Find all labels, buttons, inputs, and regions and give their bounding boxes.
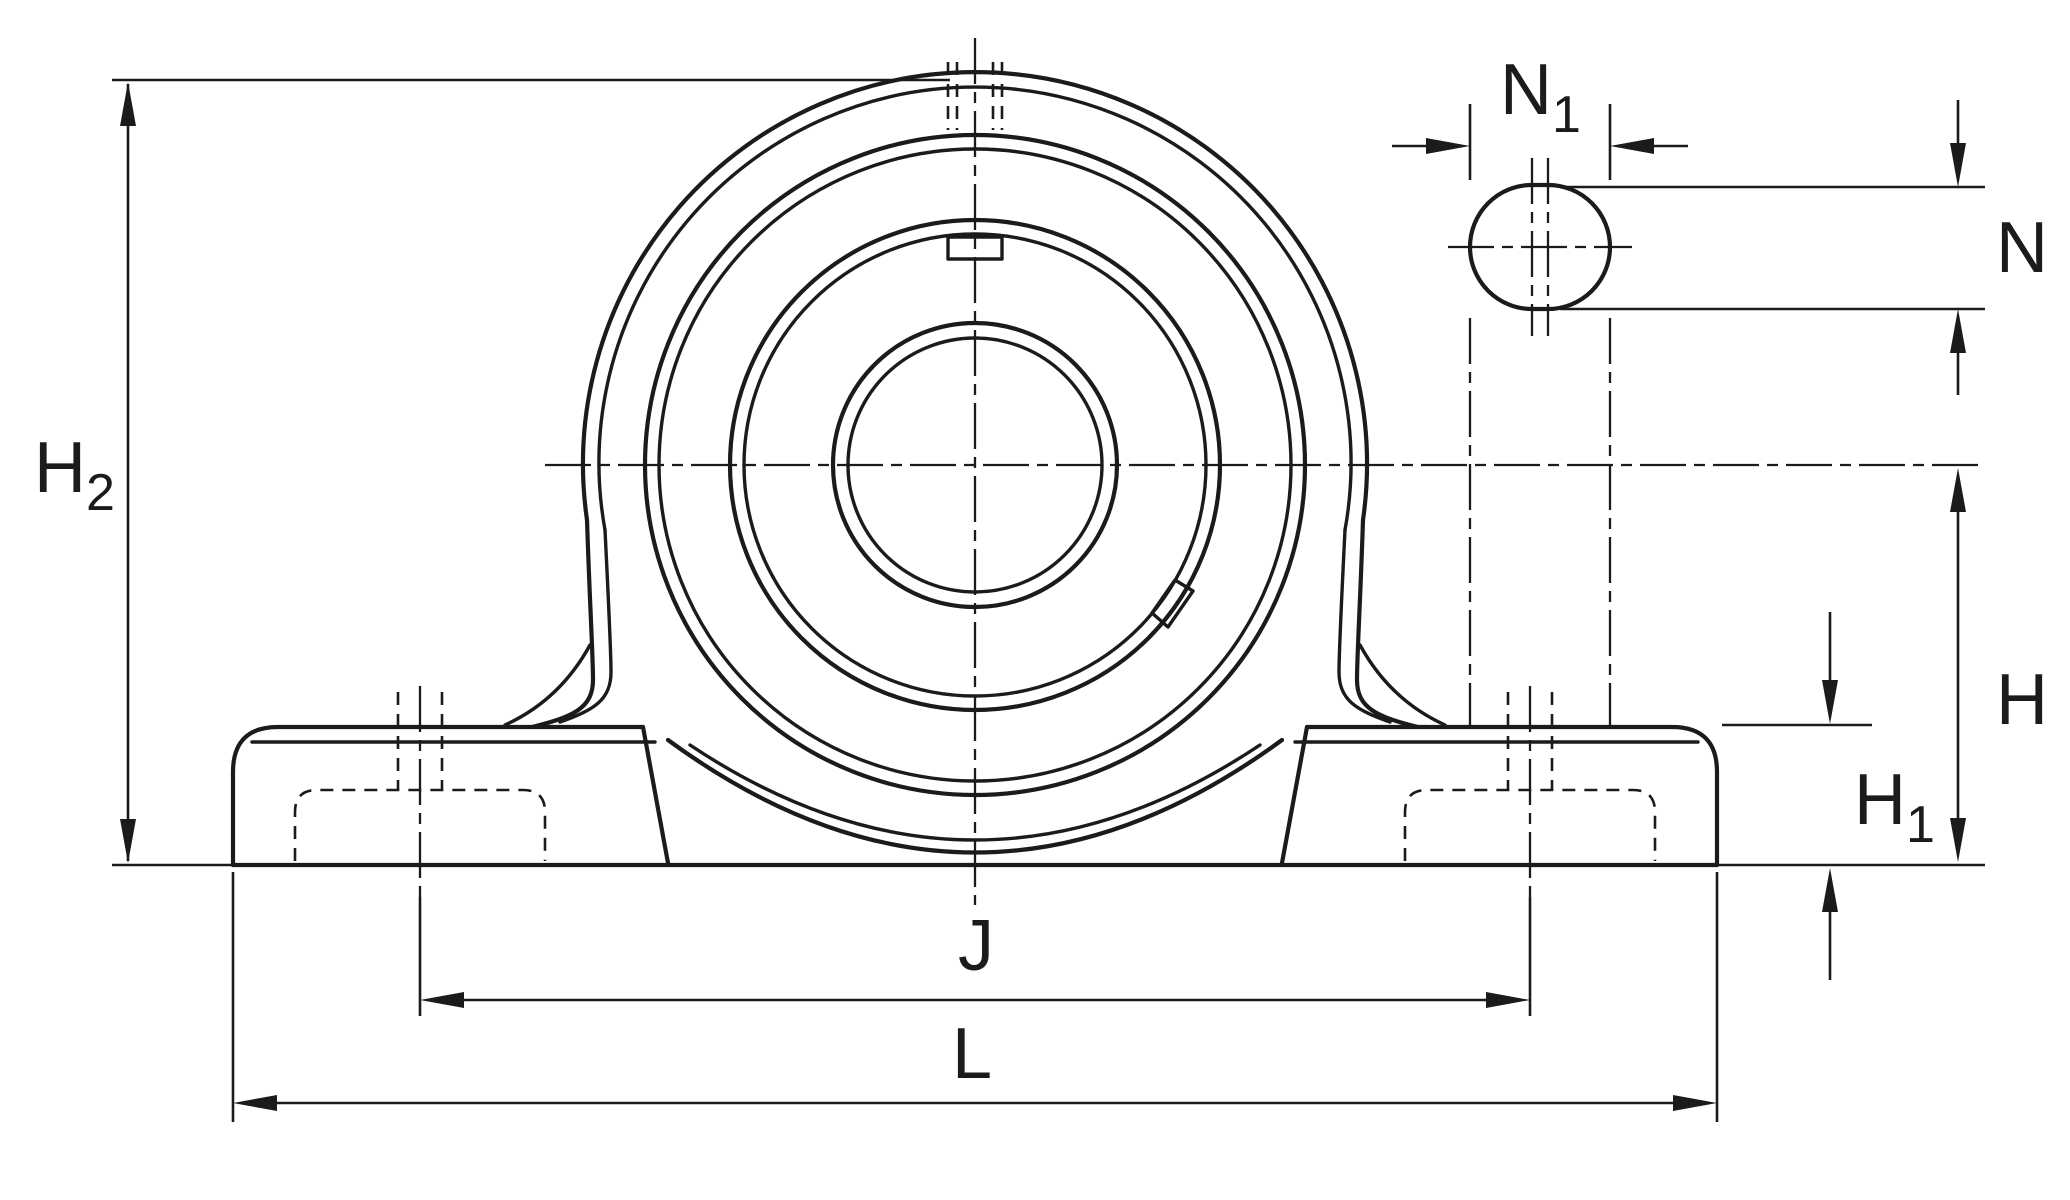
dimension-H: H: [1717, 468, 2048, 867]
housing-outline: [230, 70, 1720, 868]
arrowhead-right: [1486, 992, 1530, 1008]
locking-collar-detail: [1150, 578, 1195, 629]
dimension-N: N: [1560, 100, 2048, 395]
arch-side-left-outer: [529, 517, 596, 730]
bolt-slot-detail: [1448, 158, 1632, 336]
foot-pocket-left: [293, 788, 547, 861]
label-H2-sub: 2: [86, 464, 115, 522]
arch-side-right-inner: [1337, 528, 1392, 724]
label-H: H: [1996, 660, 2048, 740]
base-left-edge: [230, 724, 646, 868]
dimension-N1: N1: [1392, 50, 1688, 180]
gusset-right: [1358, 643, 1447, 727]
label-H1: H1: [1854, 760, 1935, 854]
label-H2-base: H: [34, 428, 86, 508]
foot-inner-edge-right: [1279, 724, 1310, 866]
label-H1-base: H: [1854, 760, 1906, 840]
arrowhead-down: [1950, 143, 1966, 187]
foot-inner-edge-left: [640, 724, 671, 866]
label-L-base: L: [952, 1014, 992, 1094]
arrowhead-left: [420, 992, 464, 1008]
dimension-H2: H2: [34, 78, 950, 867]
label-N1-base: N: [1500, 50, 1552, 130]
arrowhead-up: [1950, 468, 1966, 512]
label-N1-sub: 1: [1552, 86, 1581, 144]
belly-arc-inner: [688, 743, 1262, 842]
arrowhead-down: [1822, 680, 1838, 724]
label-L: L: [952, 1014, 992, 1094]
label-H2: H2: [34, 428, 115, 522]
arch-side-left-inner: [558, 528, 613, 724]
label-J-base: J: [958, 906, 994, 986]
arch-side-right-outer: [1354, 517, 1421, 730]
dome-inner-arc: [597, 85, 1353, 532]
base-right-edge: [1304, 724, 1720, 868]
gusset-left: [503, 643, 592, 727]
center-lines: [418, 38, 1985, 905]
label-N: N: [1996, 208, 2048, 288]
label-N1: N1: [1500, 50, 1581, 144]
dimension-H1: H1: [1722, 612, 1935, 980]
label-J: J: [958, 906, 994, 986]
arrowhead-down: [120, 819, 136, 863]
arrowhead-up: [1822, 868, 1838, 912]
label-H1-sub: 1: [1906, 796, 1935, 854]
arrowhead-up: [1950, 309, 1966, 353]
arrowhead-left: [233, 1095, 277, 1111]
arrowhead-right: [1426, 138, 1470, 154]
dimension-J: J: [418, 897, 1532, 1016]
arrowhead-up: [120, 82, 136, 126]
arrowhead-left: [1610, 138, 1654, 154]
label-H-base: H: [1996, 660, 2048, 740]
dimension-L: L: [231, 872, 1719, 1122]
arrowhead-right: [1673, 1095, 1717, 1111]
arrowhead-down: [1950, 818, 1966, 862]
foot-pocket-right: [1403, 788, 1657, 861]
hidden-lines: [293, 62, 1657, 861]
label-N-base: N: [1996, 208, 2048, 288]
